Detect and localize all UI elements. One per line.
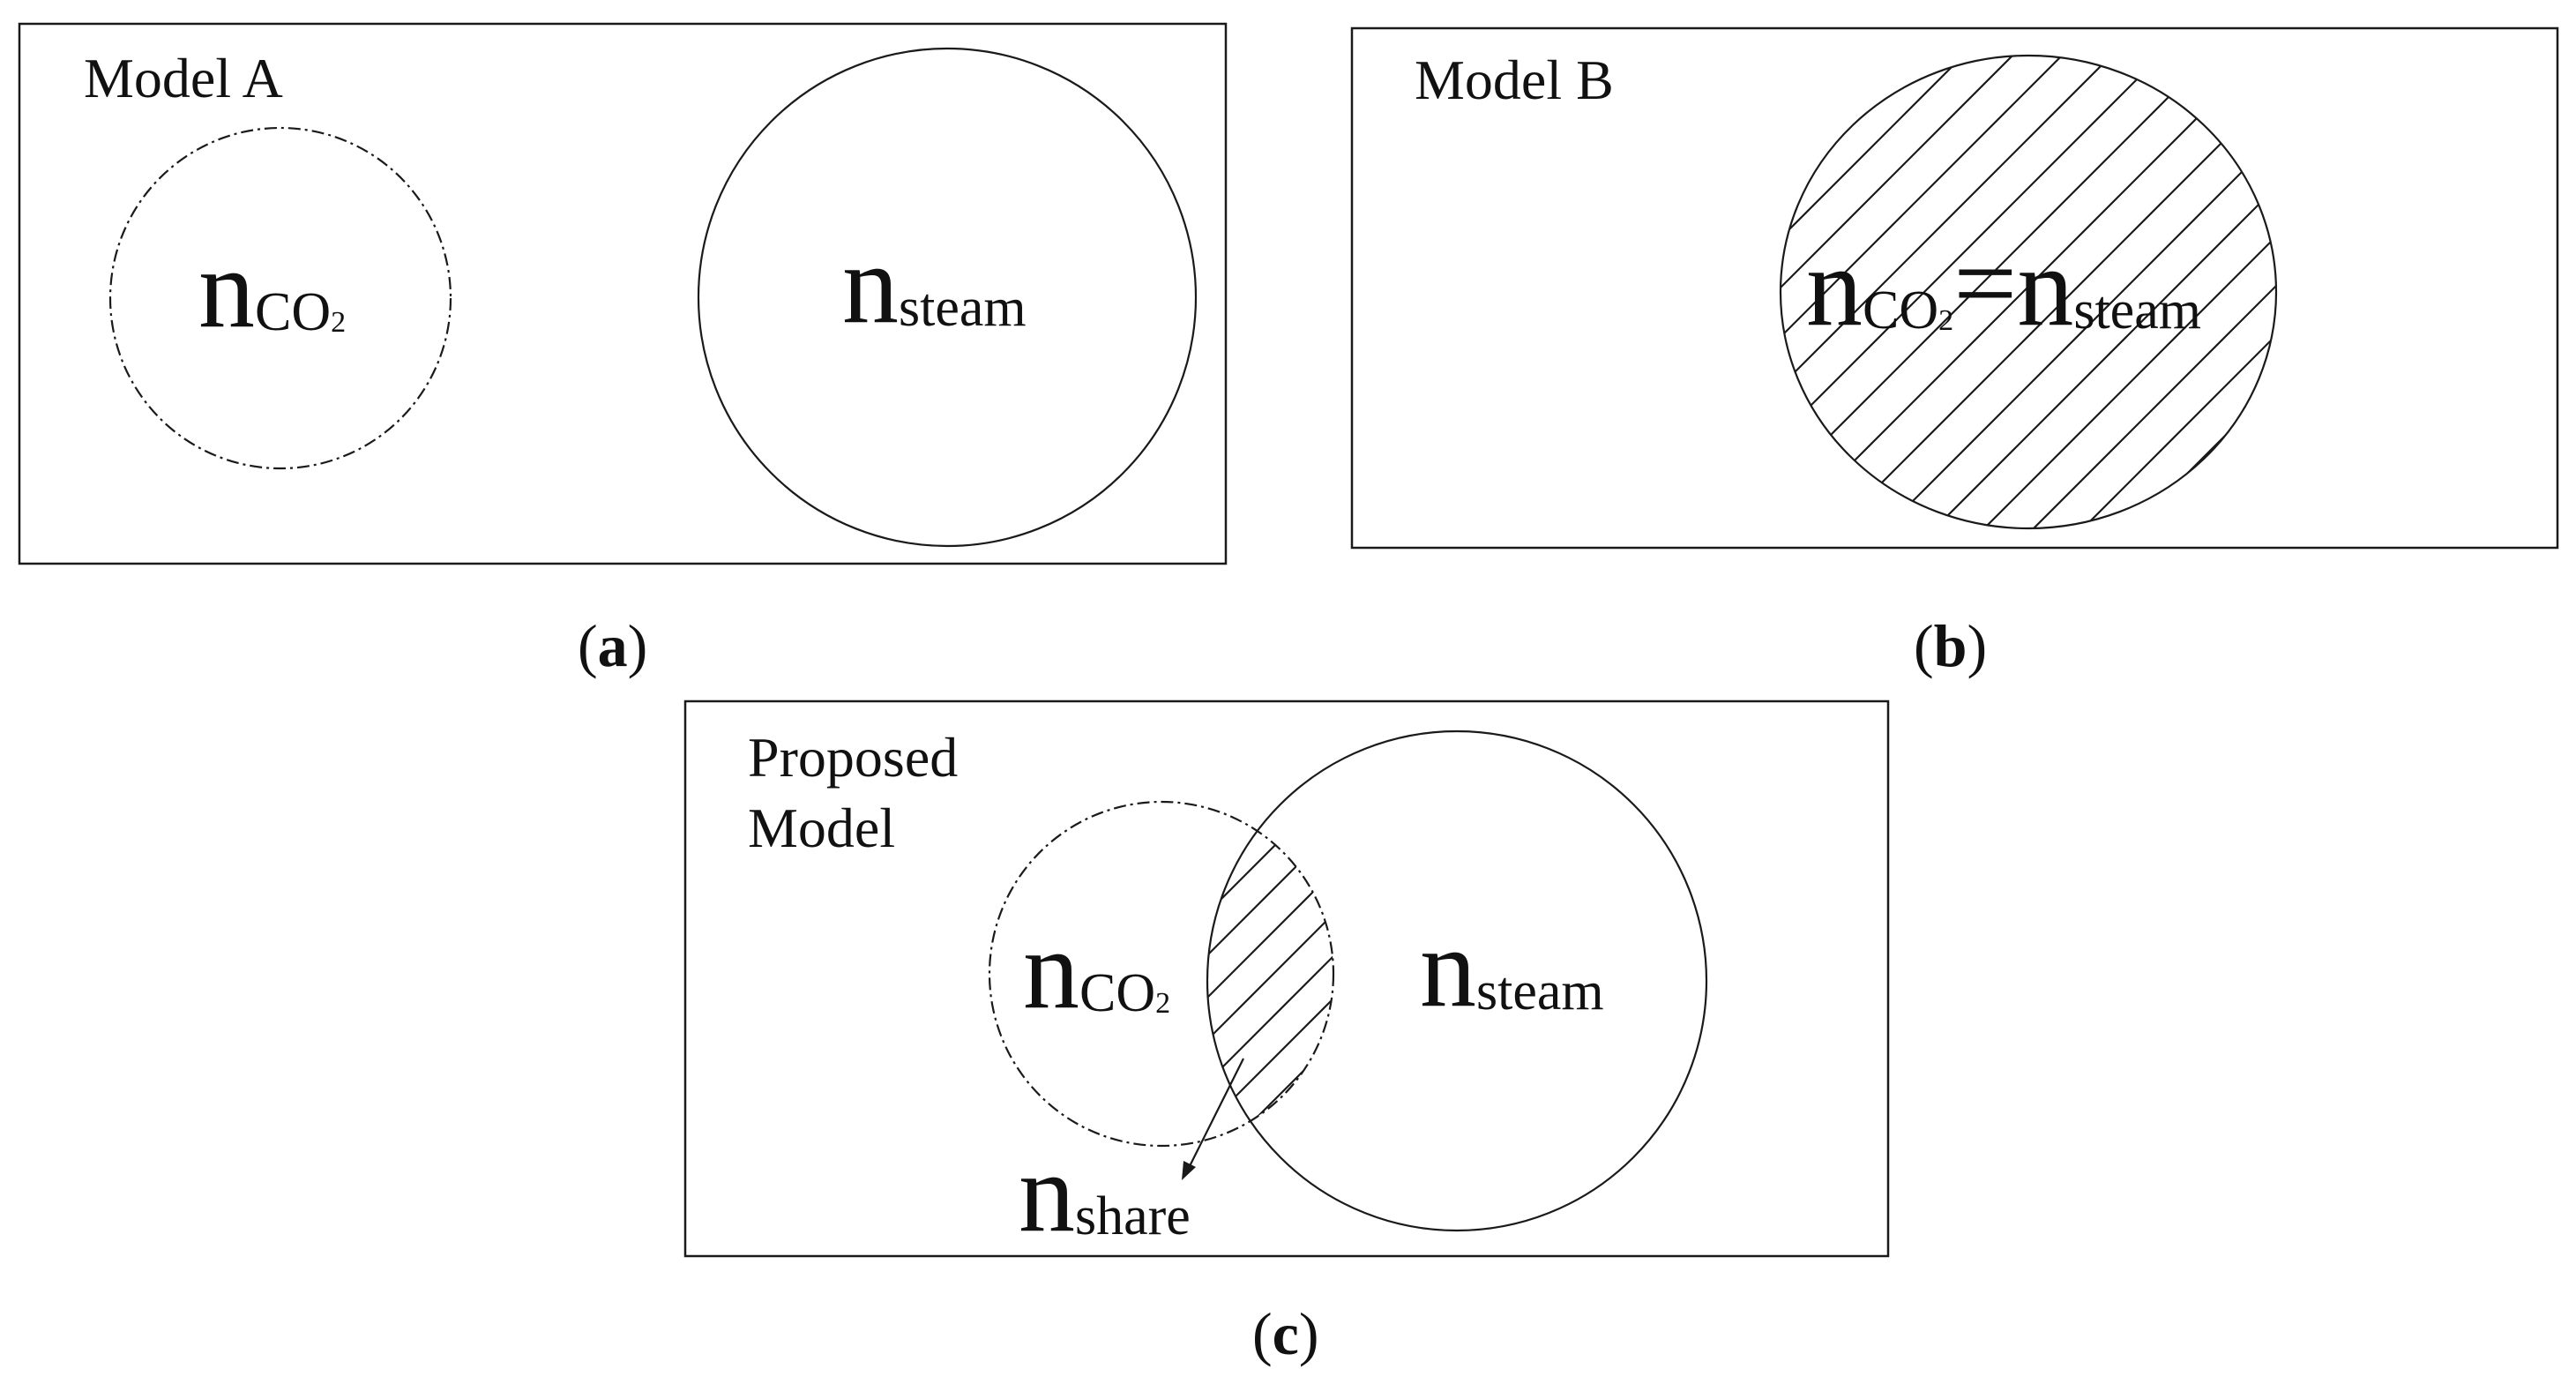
panel-b: Model B nCO2=nsteam (b) bbox=[1350, 26, 2559, 679]
panel-c-hatch-line bbox=[1207, 802, 1333, 1146]
panel-a-frame bbox=[18, 22, 1228, 565]
panel-c-steam-label: nsteam bbox=[1420, 905, 1604, 1030]
panel-b-hatch-line bbox=[2122, 56, 2276, 528]
panel-c-share-label: nshare bbox=[1019, 1130, 1191, 1255]
panel-b-hatch-line bbox=[1781, 56, 2020, 528]
panel-c-hatch-line bbox=[1207, 802, 1327, 1146]
panel-b-combined-circle bbox=[1779, 54, 2278, 530]
panel-b-hatch-line bbox=[2023, 56, 2276, 528]
panel-b-hatch-line bbox=[1781, 56, 2267, 528]
panel-c-hatch-line bbox=[1207, 802, 1333, 1146]
panel-c-share-arrow bbox=[1182, 1058, 1244, 1180]
panel-b-hatch-line bbox=[1924, 56, 2276, 528]
panel-c-steam-circle bbox=[1206, 729, 1708, 1232]
panel-b-frame bbox=[1350, 26, 2559, 550]
panel-c-hatch-line bbox=[1207, 802, 1333, 1146]
panel-b-hatch-line bbox=[1781, 56, 2119, 528]
panel-c-title-line2: Model bbox=[748, 797, 895, 859]
panel-c-hatch-line bbox=[1207, 802, 1333, 1146]
panel-c-hatch-line bbox=[1218, 802, 1333, 1146]
panel-b-hatch-line bbox=[1781, 56, 1971, 528]
panel-c-co2-circle bbox=[988, 800, 1335, 1148]
panel-c-caption: (c) bbox=[1252, 1300, 1319, 1367]
panel-b-hatch-line bbox=[1781, 56, 2070, 528]
panel-b-hatch-line bbox=[1875, 56, 2276, 528]
panel-b-hatch-line bbox=[1974, 56, 2276, 528]
panel-a-title: Model A bbox=[84, 47, 283, 109]
panel-c: Proposed Model nCO2 nsteam nshare (c) bbox=[683, 699, 1890, 1367]
panel-b-hatch-line bbox=[1781, 56, 2169, 528]
panel-c-co2-label: nCO2 bbox=[1023, 907, 1170, 1032]
panel-b-title: Model B bbox=[1415, 49, 1614, 111]
panel-b-hatch-line bbox=[2072, 56, 2276, 528]
panel-a-co2-label: nCO2 bbox=[198, 226, 346, 351]
panel-b-caption: (b) bbox=[1914, 612, 1987, 679]
panel-b-equation: nCO2=nsteam bbox=[1806, 221, 2201, 349]
panel-a-steam-circle bbox=[697, 47, 1198, 548]
panel-c-title-line1: Proposed bbox=[748, 726, 958, 789]
panel-a: Model A nCO2 nsteam (a) bbox=[18, 22, 1228, 679]
panel-a-steam-label: nsteam bbox=[842, 221, 1027, 347]
panel-a-co2-circle bbox=[108, 126, 452, 470]
panel-a-caption: (a) bbox=[578, 612, 647, 679]
